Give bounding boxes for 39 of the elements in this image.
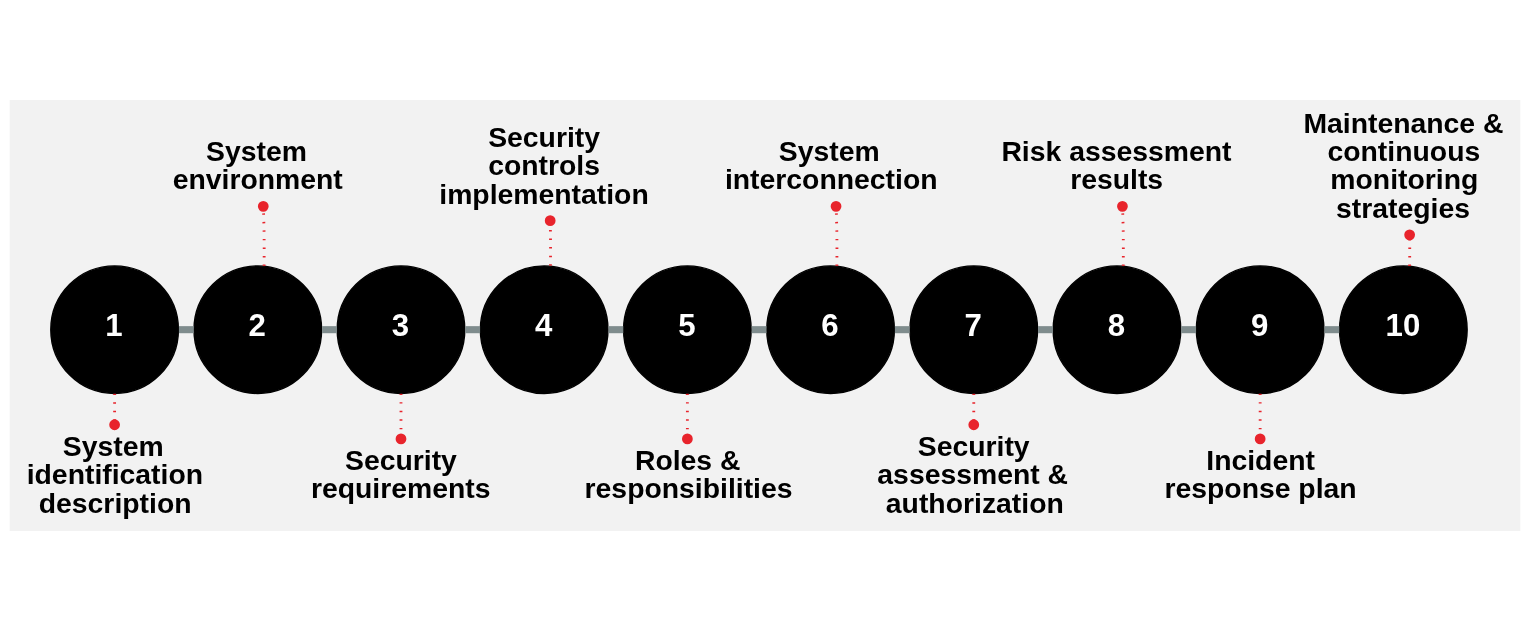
node-text: System environment: [172, 134, 343, 196]
connector: [830, 200, 842, 266]
node-circle: 8: [1052, 265, 1182, 395]
node-circle: 9: [1195, 265, 1325, 395]
node-text: Incident response plan: [1164, 444, 1357, 505]
node-text: System identification description: [26, 429, 204, 519]
node-circle: 6: [766, 265, 896, 395]
node-text: Security requirements: [310, 444, 491, 505]
connector: [395, 393, 407, 445]
connector: [682, 393, 693, 445]
connector: [1038, 326, 1053, 334]
connector: [608, 326, 624, 334]
node-text: Roles & responsibilities: [584, 444, 793, 505]
connector: [1254, 393, 1266, 445]
node-circle: 1: [50, 265, 180, 395]
connector: [178, 326, 194, 334]
connector: [1117, 200, 1128, 266]
node-text: System interconnection: [724, 134, 938, 196]
node-text: Security controls implementation: [439, 120, 649, 210]
connector: [894, 326, 910, 334]
connector: [257, 200, 269, 266]
node-circle: 7: [909, 265, 1039, 395]
connector: [1324, 326, 1340, 334]
node-text: Maintenance & continuous monitoring strategies: [1303, 106, 1504, 224]
node-circle: 10: [1338, 265, 1468, 395]
node-circle: 3: [336, 265, 466, 395]
node-text: Risk assessment results: [1001, 134, 1232, 196]
node-circle: 4: [479, 265, 609, 395]
connector: [322, 326, 337, 334]
node-text: Security assessment & authorization: [877, 429, 1069, 519]
node-circle: 2: [193, 265, 323, 395]
connector: [544, 215, 556, 266]
connector: [1181, 326, 1197, 334]
connector: [968, 393, 980, 431]
connector: [1404, 229, 1415, 266]
connector: [465, 326, 481, 334]
node-circle: 5: [622, 265, 752, 395]
connector: [109, 393, 120, 431]
connector: [751, 326, 767, 334]
